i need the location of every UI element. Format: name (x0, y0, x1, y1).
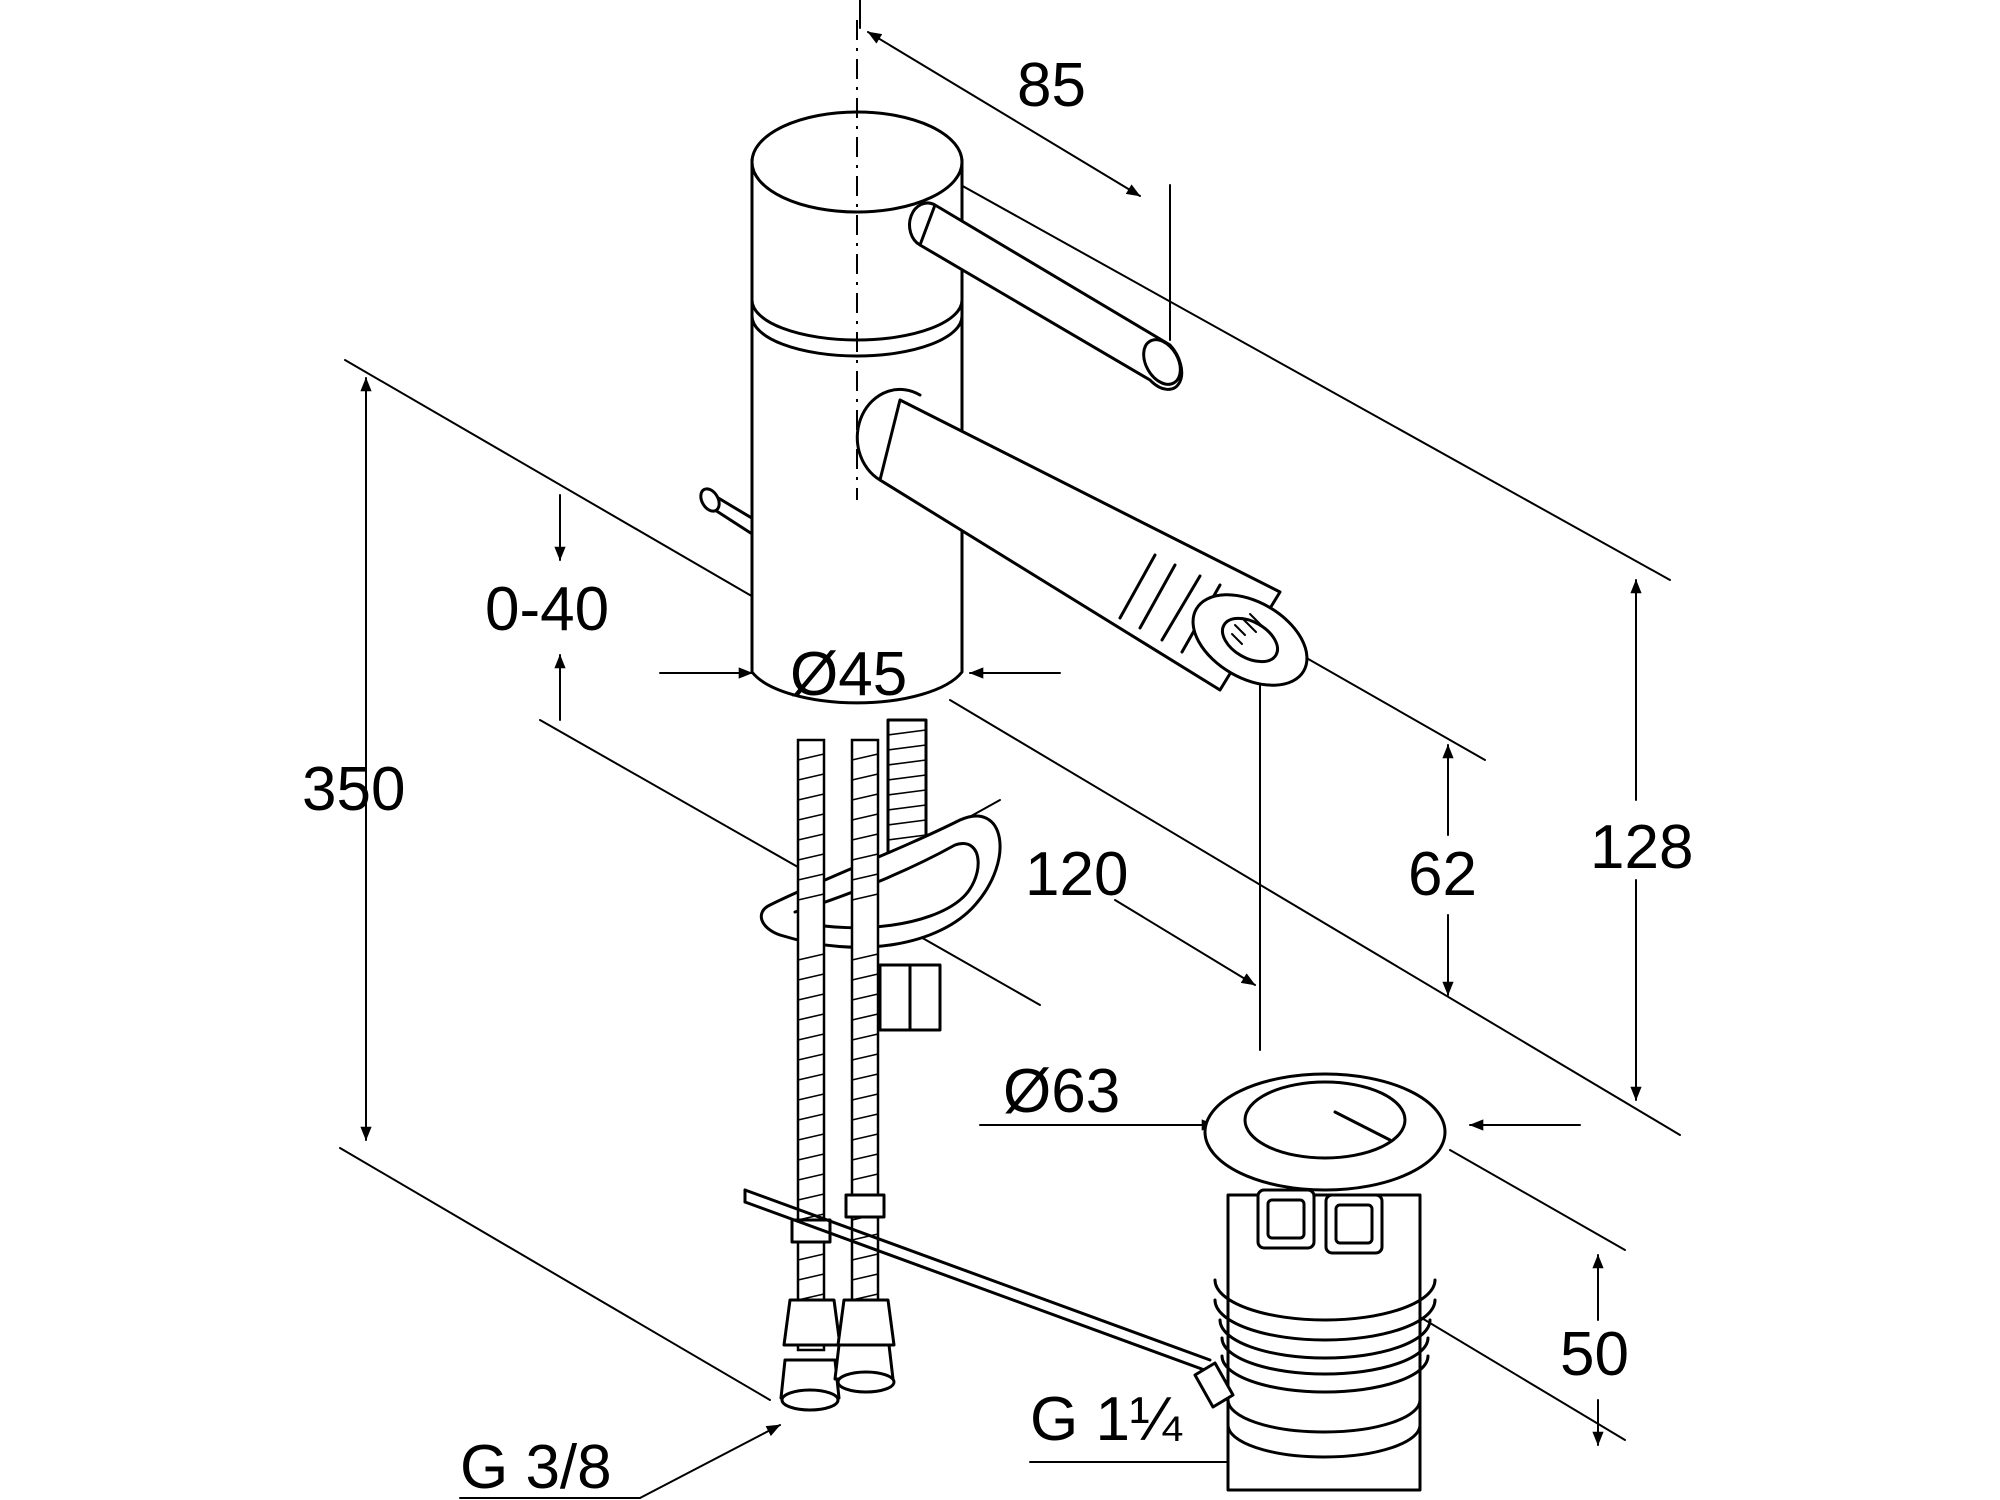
faucet-body (750, 110, 964, 705)
dim-waste-thread: G 1¼ (1030, 1385, 1183, 1454)
dim-supply-thread: G 3/8 (460, 1433, 612, 1500)
popup-linkage (743, 1188, 1212, 1374)
extension-lines (339, 0, 1681, 1441)
bidet-spout (855, 387, 1309, 692)
faucet (699, 20, 1309, 1412)
dim-spout-height: 62 (1408, 840, 1477, 909)
dim-spout-reach: 85 (1017, 51, 1086, 120)
dim-lever-height: 0-40 (485, 575, 609, 644)
dim-total-height: 350 (302, 755, 405, 824)
dim-outlet-offset: 120 (1025, 840, 1128, 909)
lever-handle (908, 201, 1184, 391)
dimension-labels: 85 0-40 Ø45 350 62 128 120 Ø63 50 G 1¼ G… (302, 51, 1693, 1500)
waste-assembly (1193, 1072, 1447, 1492)
dim-waste-height: 50 (1560, 1320, 1629, 1389)
dim-waste-diameter: Ø63 (1003, 1057, 1120, 1126)
dim-body-diameter: Ø45 (790, 640, 907, 709)
supply-hoses (779, 738, 896, 1412)
dimension-arrows (360, 31, 1642, 1499)
dim-top-height: 128 (1590, 813, 1693, 882)
